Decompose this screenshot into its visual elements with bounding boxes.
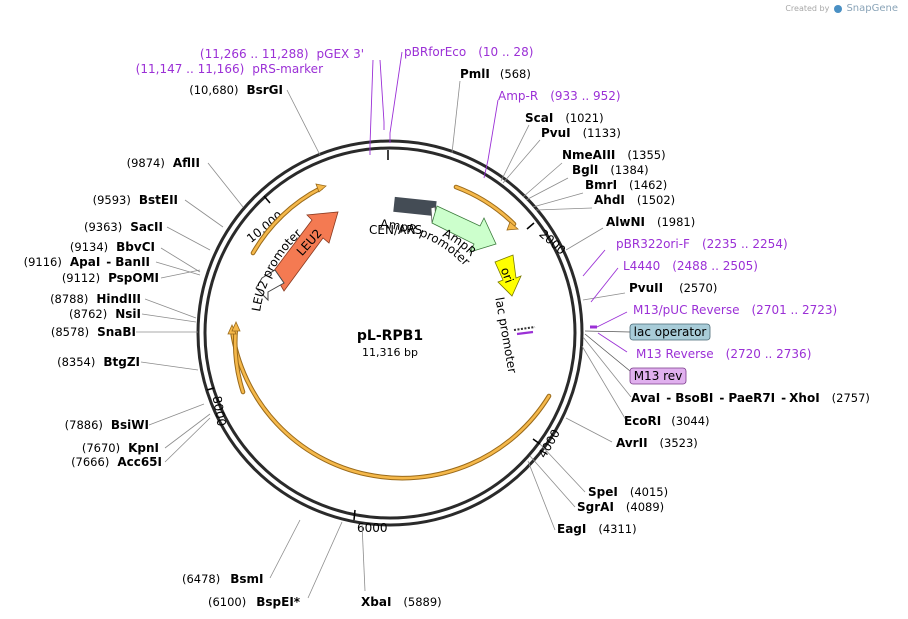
site-pspomi: (9112)PspOMI (62, 271, 159, 285)
site-bmri: BmrI(1462) (585, 178, 667, 192)
snapgene-credit: Created by SnapGene (785, 3, 898, 14)
site-bsteii: (9593)BstEII (93, 193, 178, 207)
credit-prefix: Created by (785, 4, 830, 13)
site-ecori: EcoRI(3044) (624, 414, 710, 428)
primer-l4440: L4440(2488 .. 2505) (623, 259, 758, 273)
primer-pgex3: (11,266 .. 11,288)pGEX 3' (200, 47, 364, 61)
snapgene-logo-icon (833, 4, 842, 13)
site-bbvci: (9134)BbvCI (70, 240, 155, 254)
lac-region-marks (513, 325, 597, 336)
credit-brand: SnapGene (846, 3, 898, 14)
primer-prs-marker: (11,147 .. 11,166)pRS-marker (136, 62, 323, 76)
primer-m13-reverse: M13 Reverse(2720 .. 2736) (636, 347, 811, 361)
site-pvuii: PvuII(2570) (629, 281, 717, 295)
orf-arrowheads (227, 183, 519, 335)
lac-operator-label: lac operator (634, 325, 707, 339)
leu2-promoter-arrow (255, 269, 285, 302)
site-nmeaiii: NmeAIII(1355) (562, 148, 666, 162)
site-scai: ScaI(1021) (525, 111, 604, 125)
leu2-feature (272, 211, 339, 292)
ori-feature (494, 254, 522, 297)
site-eagi: EagI(4311) (557, 522, 637, 536)
plasmid-name: pL-RPB1 (357, 328, 423, 344)
site-nsii: (8762)NsiI (69, 307, 141, 321)
primer-m13puc-reverse: M13/pUC Reverse(2701 .. 2723) (633, 303, 837, 317)
m13-rev-leader (584, 333, 631, 372)
site-snabi: (8578)SnaBI (51, 325, 136, 339)
site-bsiwi: (7886)BsiWI (65, 418, 149, 432)
site-ahdi: AhdI(1502) (594, 193, 675, 207)
orf-arcs (229, 184, 552, 481)
lac-operator-box (629, 323, 711, 341)
site-bsmi: (6478)BsmI (182, 572, 264, 586)
primer-pbrforeco: pBRforEco(10 .. 28) (404, 45, 533, 59)
lac-promoter-label: lac promoter (492, 296, 519, 374)
tick-label-10000: 10,000 (244, 209, 286, 246)
site-leader-lines (136, 80, 632, 599)
site-sacii: (9363)SacII (84, 220, 163, 234)
site-btgzi: (8354)BtgZI (57, 355, 140, 369)
site-apai-banii: (9116)ApaI-BanII (24, 255, 150, 269)
site-bsrgi: (10,680)BsrGI (189, 83, 283, 97)
site-avrii: AvrII(3523) (616, 436, 698, 450)
plasmid-size: 11,316 bp (362, 346, 418, 359)
primer-amp-r: Amp-R(933 .. 952) (498, 89, 621, 103)
site-bspei: (6100)BspEI* (208, 595, 301, 609)
m13-rev-box (629, 367, 687, 385)
cen-ars-label: CEN/ARS (369, 223, 422, 237)
site-avai-group: AvaI-BsoBI-PaeR7I-XhoI(2757) (631, 391, 870, 405)
site-acc65i: (7666)Acc65I (71, 455, 162, 469)
m13-rev-label: M13 rev (634, 369, 683, 383)
site-sgrai: SgrAI(4089) (577, 500, 664, 514)
site-xbai: XbaI(5889) (361, 595, 442, 609)
site-alwni: AlwNI(1981) (606, 215, 695, 229)
site-pmli: PmlI(568) (460, 67, 531, 81)
site-spei: SpeI(4015) (588, 485, 668, 499)
site-bgli: BglI(1384) (572, 163, 649, 177)
site-kpni: (7670)KpnI (82, 441, 159, 455)
cen-ars-feature (393, 196, 437, 217)
ampr-feature (431, 205, 497, 253)
lac-operator-leader (584, 330, 631, 333)
site-aflii: (9874)AflII (127, 156, 200, 170)
primer-leader-lines (369, 51, 628, 353)
tick-label-6000: 6000 (357, 521, 388, 535)
ori-label: ori (498, 265, 516, 284)
backbone-inner (203, 146, 577, 520)
site-pvui: PvuI(1133) (541, 126, 621, 140)
primer-pbr322ori-f: pBR322ori-F(2235 .. 2254) (616, 237, 788, 251)
tick-marks (206, 150, 541, 521)
tick-label-8000: 8000 (210, 395, 229, 428)
site-hindiii: (8788)HindIII (50, 292, 141, 306)
